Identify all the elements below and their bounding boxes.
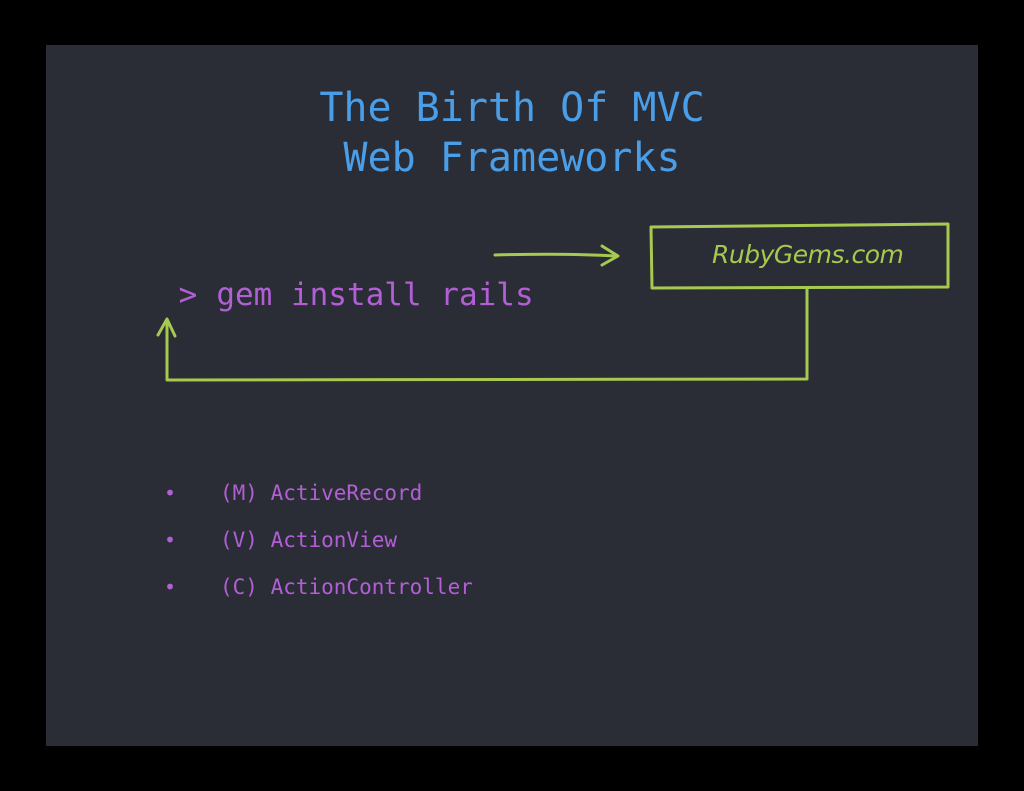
slide: The Birth Of MVC Web Frameworks > gem ins… <box>46 45 978 746</box>
bullet-list: • (M) ActiveRecord • (V) ActionView • (C… <box>164 469 473 610</box>
request-arrow-head <box>600 244 620 267</box>
slide-title: The Birth Of MVC Web Frameworks <box>46 83 978 183</box>
rubygems-box <box>649 222 950 290</box>
command-text: gem install rails <box>216 277 534 313</box>
list-item: • (V) ActionView <box>164 516 473 563</box>
title-line-2: Web Frameworks <box>343 135 681 181</box>
terminal-command: > gem install rails <box>104 235 534 355</box>
bullet-text: (C) ActionController <box>220 574 473 599</box>
request-arrow-line <box>493 252 618 258</box>
list-item: • (C) ActionController <box>164 563 473 610</box>
bullet-marker: • <box>164 574 177 599</box>
list-item: • (M) ActiveRecord <box>164 469 473 516</box>
response-arrow-head <box>156 317 177 338</box>
bullet-text: (V) ActionView <box>220 527 398 552</box>
bullet-text: (M) ActiveRecord <box>220 480 423 505</box>
rubygems-label: RubyGems.com <box>712 240 904 269</box>
prompt-symbol: > <box>178 277 198 313</box>
response-path <box>165 286 809 382</box>
title-line-1: The Birth Of MVC <box>319 85 705 131</box>
flow-diagram <box>156 222 950 382</box>
bullet-marker: • <box>164 480 177 505</box>
bullet-marker: • <box>164 527 177 552</box>
